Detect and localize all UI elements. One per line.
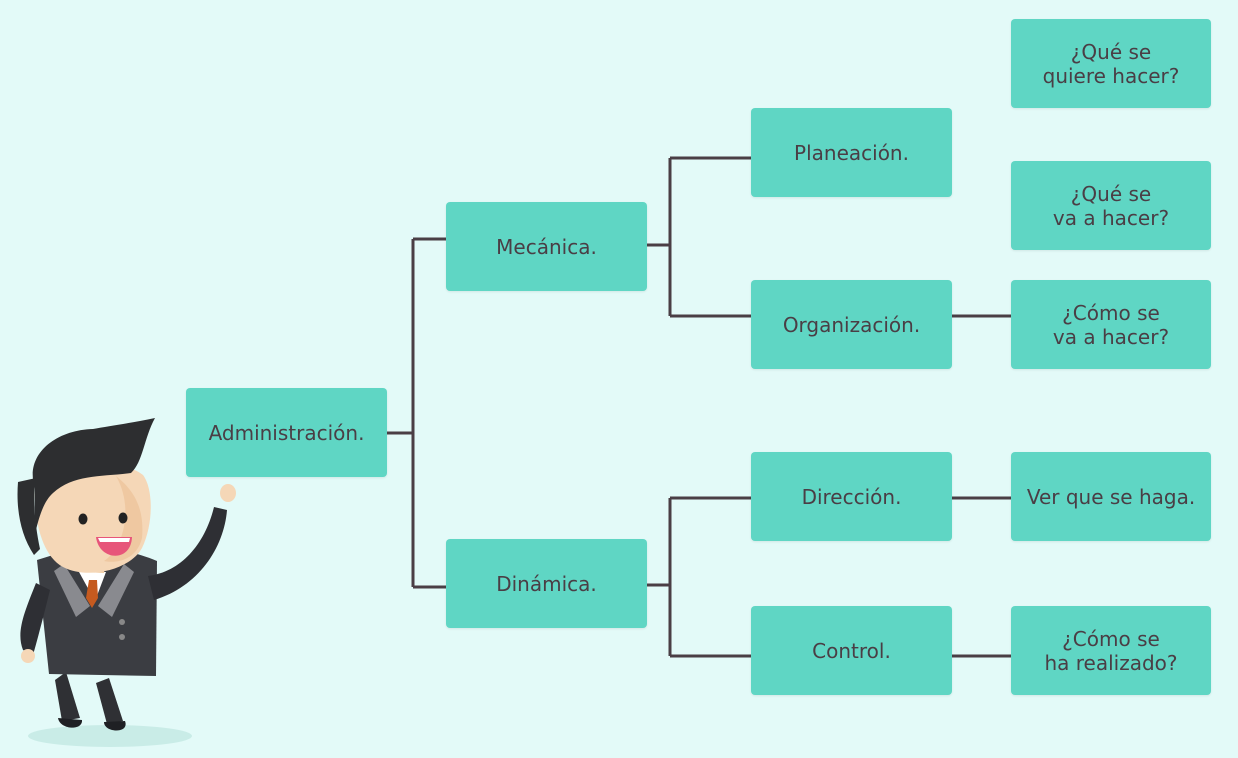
question-ver-que-se-haga: Ver que se haga. xyxy=(1011,452,1211,541)
node-mecanica: Mecánica. xyxy=(446,202,647,291)
node-administracion: Administración. xyxy=(186,388,387,477)
node-dinamica: Dinámica. xyxy=(446,539,647,628)
node-organizacion: Organización. xyxy=(751,280,952,369)
question-como-hacer: ¿Cómo se va a hacer? xyxy=(1011,280,1211,369)
node-control: Control. xyxy=(751,606,952,695)
question-quiere-hacer: ¿Qué se quiere hacer? xyxy=(1011,19,1211,108)
node-planeacion: Planeación. xyxy=(751,108,952,197)
businessman-icon xyxy=(17,418,236,747)
node-direccion: Dirección. xyxy=(751,452,952,541)
question-como-realizado: ¿Cómo se ha realizado? xyxy=(1011,606,1211,695)
question-va-a-hacer: ¿Qué se va a hacer? xyxy=(1011,161,1211,250)
